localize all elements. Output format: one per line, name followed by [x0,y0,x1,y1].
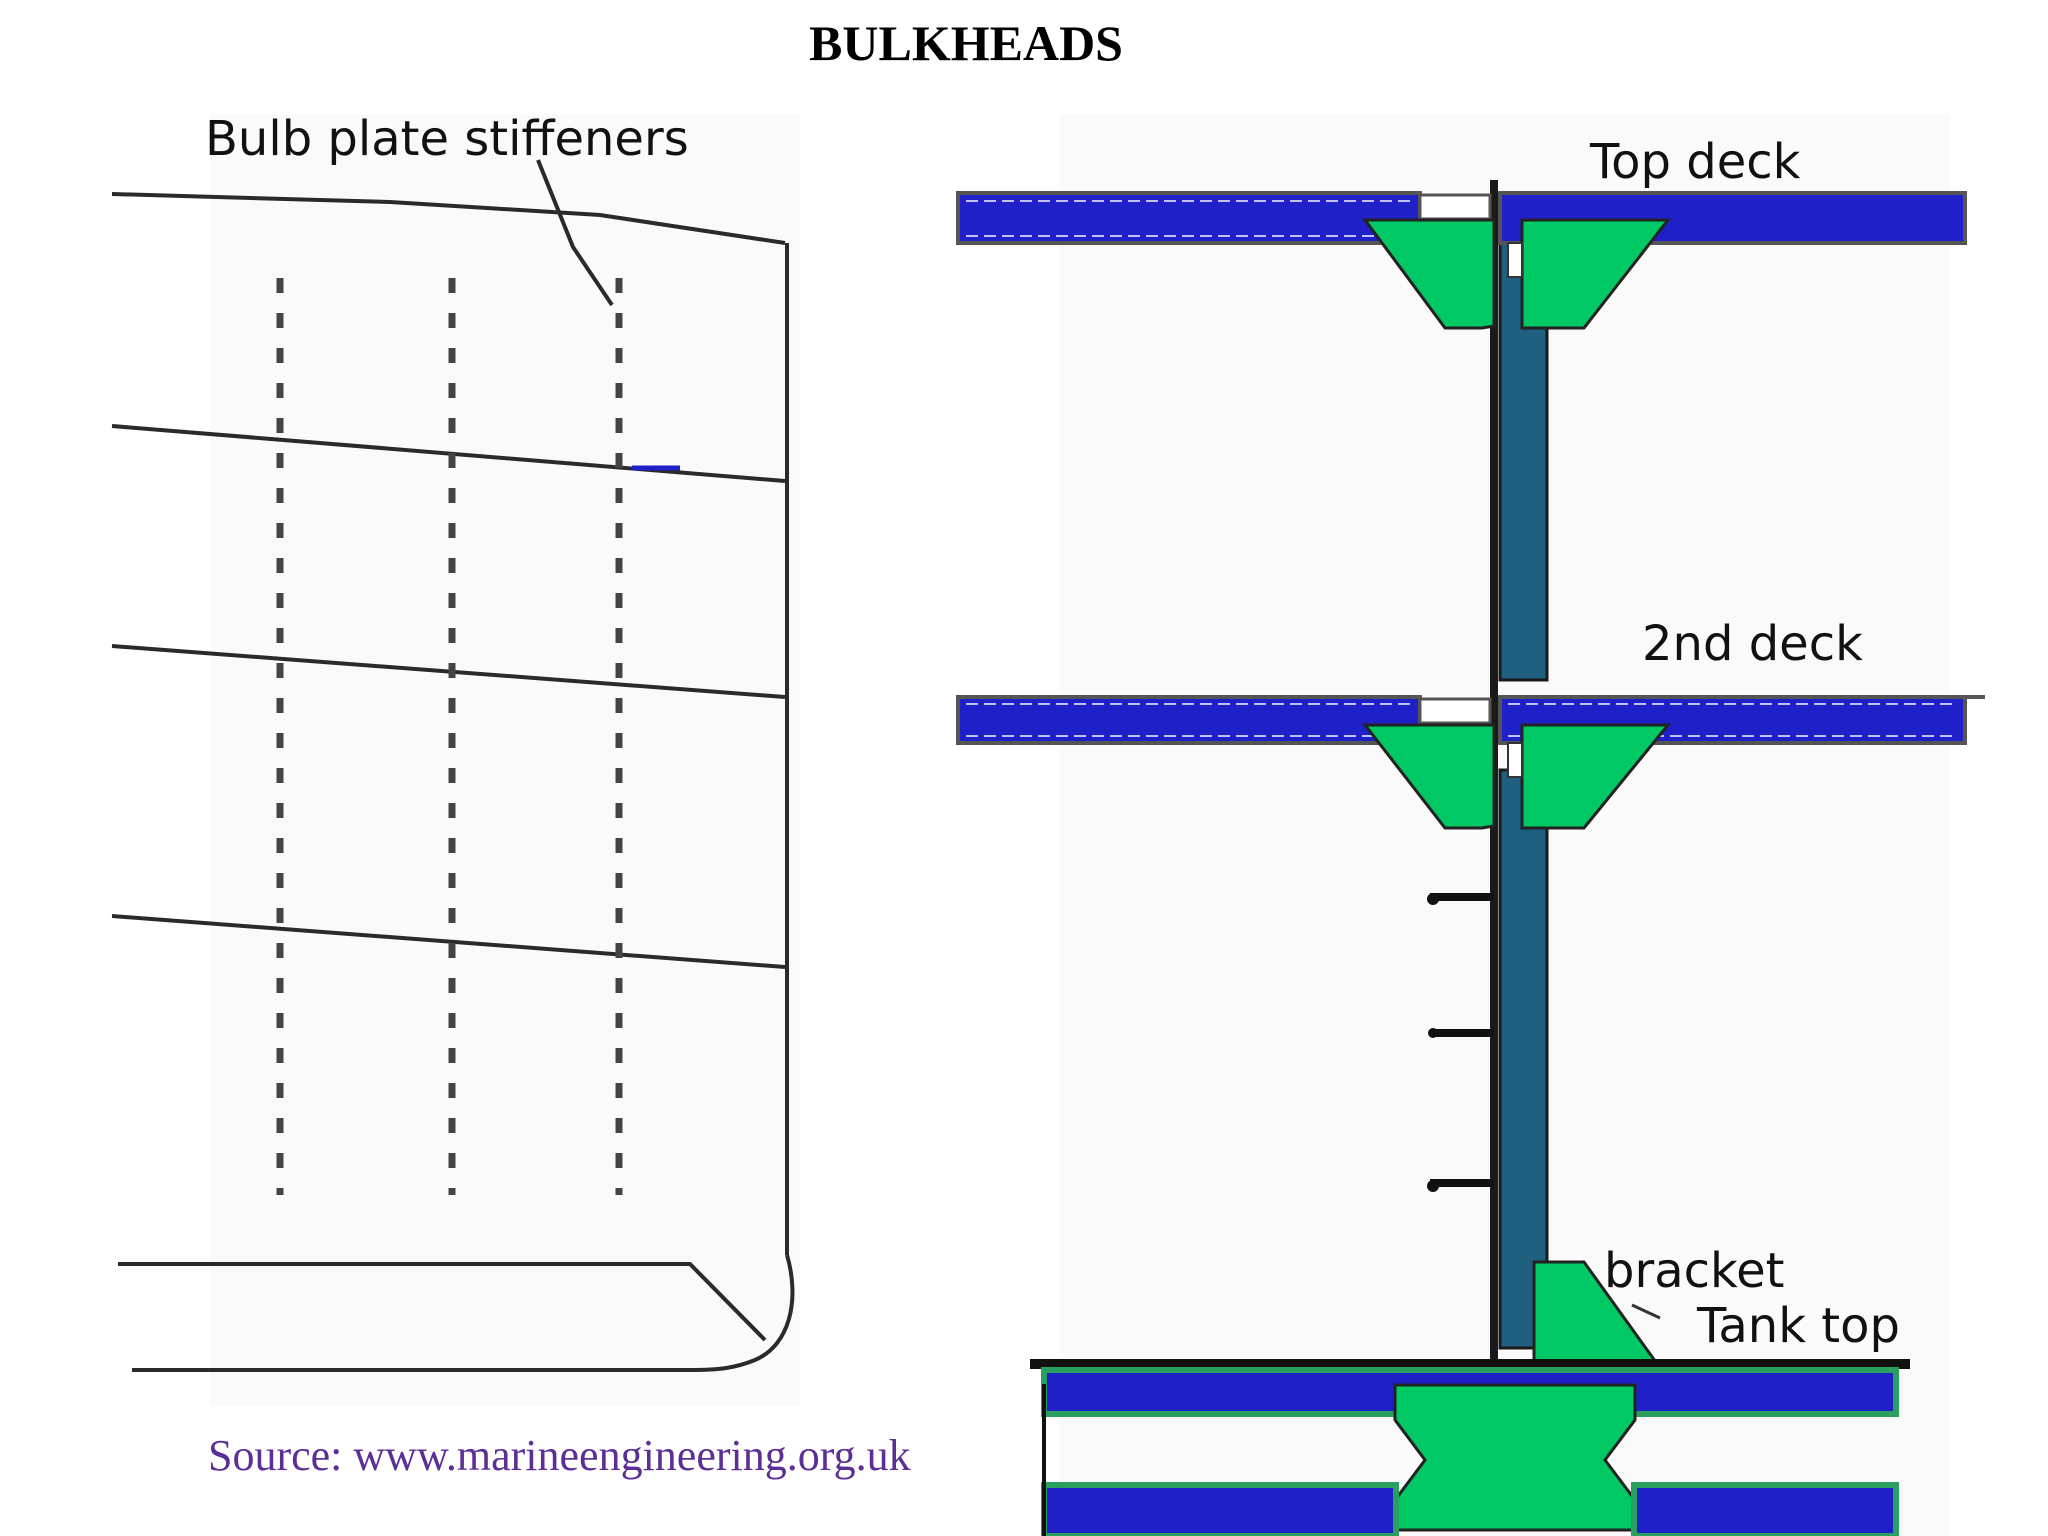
bracket-leader-tick [1631,1303,1661,1320]
bulb-plate-stiffeners-label: Bulb plate stiffeners [205,111,689,167]
top-deck-bracket-left [1362,218,1496,330]
bulkhead-plate-lower [1498,768,1549,1350]
stiffener-bulb-1 [1427,893,1439,905]
bilge-curve [132,1254,795,1372]
second-deck-label: 2nd deck [1642,616,1863,672]
deck-line-top [111,192,786,245]
bulb-plate-stiffeners [276,278,623,1195]
second-deck-bracket-left [1361,723,1496,830]
stiffener-leader-line [536,159,614,307]
tank-top-label: Tank top [1696,1298,1900,1354]
source-credit: Source: www.marineengineering.org.uk [208,1431,911,1480]
tank-top-line-left [118,1262,767,1342]
stiffener-bulb-3 [1427,1180,1439,1192]
second-deck-gap [1418,697,1492,725]
top-deck-bracket-gap [1507,242,1523,278]
double-bottom-lower-plate-right [1631,1482,1899,1536]
bracket-label: bracket [1604,1243,1784,1299]
second-deck-bracket-gap [1507,742,1523,778]
top-deck-gap [1418,193,1492,221]
top-deck-bracket-right [1520,218,1672,330]
left-panel-background [210,115,800,1405]
second-deck-bracket-right [1520,723,1672,830]
top-deck-label: Top deck [1589,134,1801,190]
bulkhead-stiffener-stubs [1427,893,1494,1192]
double-bottom-lower-plate-left [1041,1482,1399,1536]
page-title: BULKHEADS [809,15,1123,71]
double-bottom-girder [1393,1383,1637,1532]
stiffener-bulb-2 [1428,1028,1438,1038]
deck-line-4 [111,914,786,969]
